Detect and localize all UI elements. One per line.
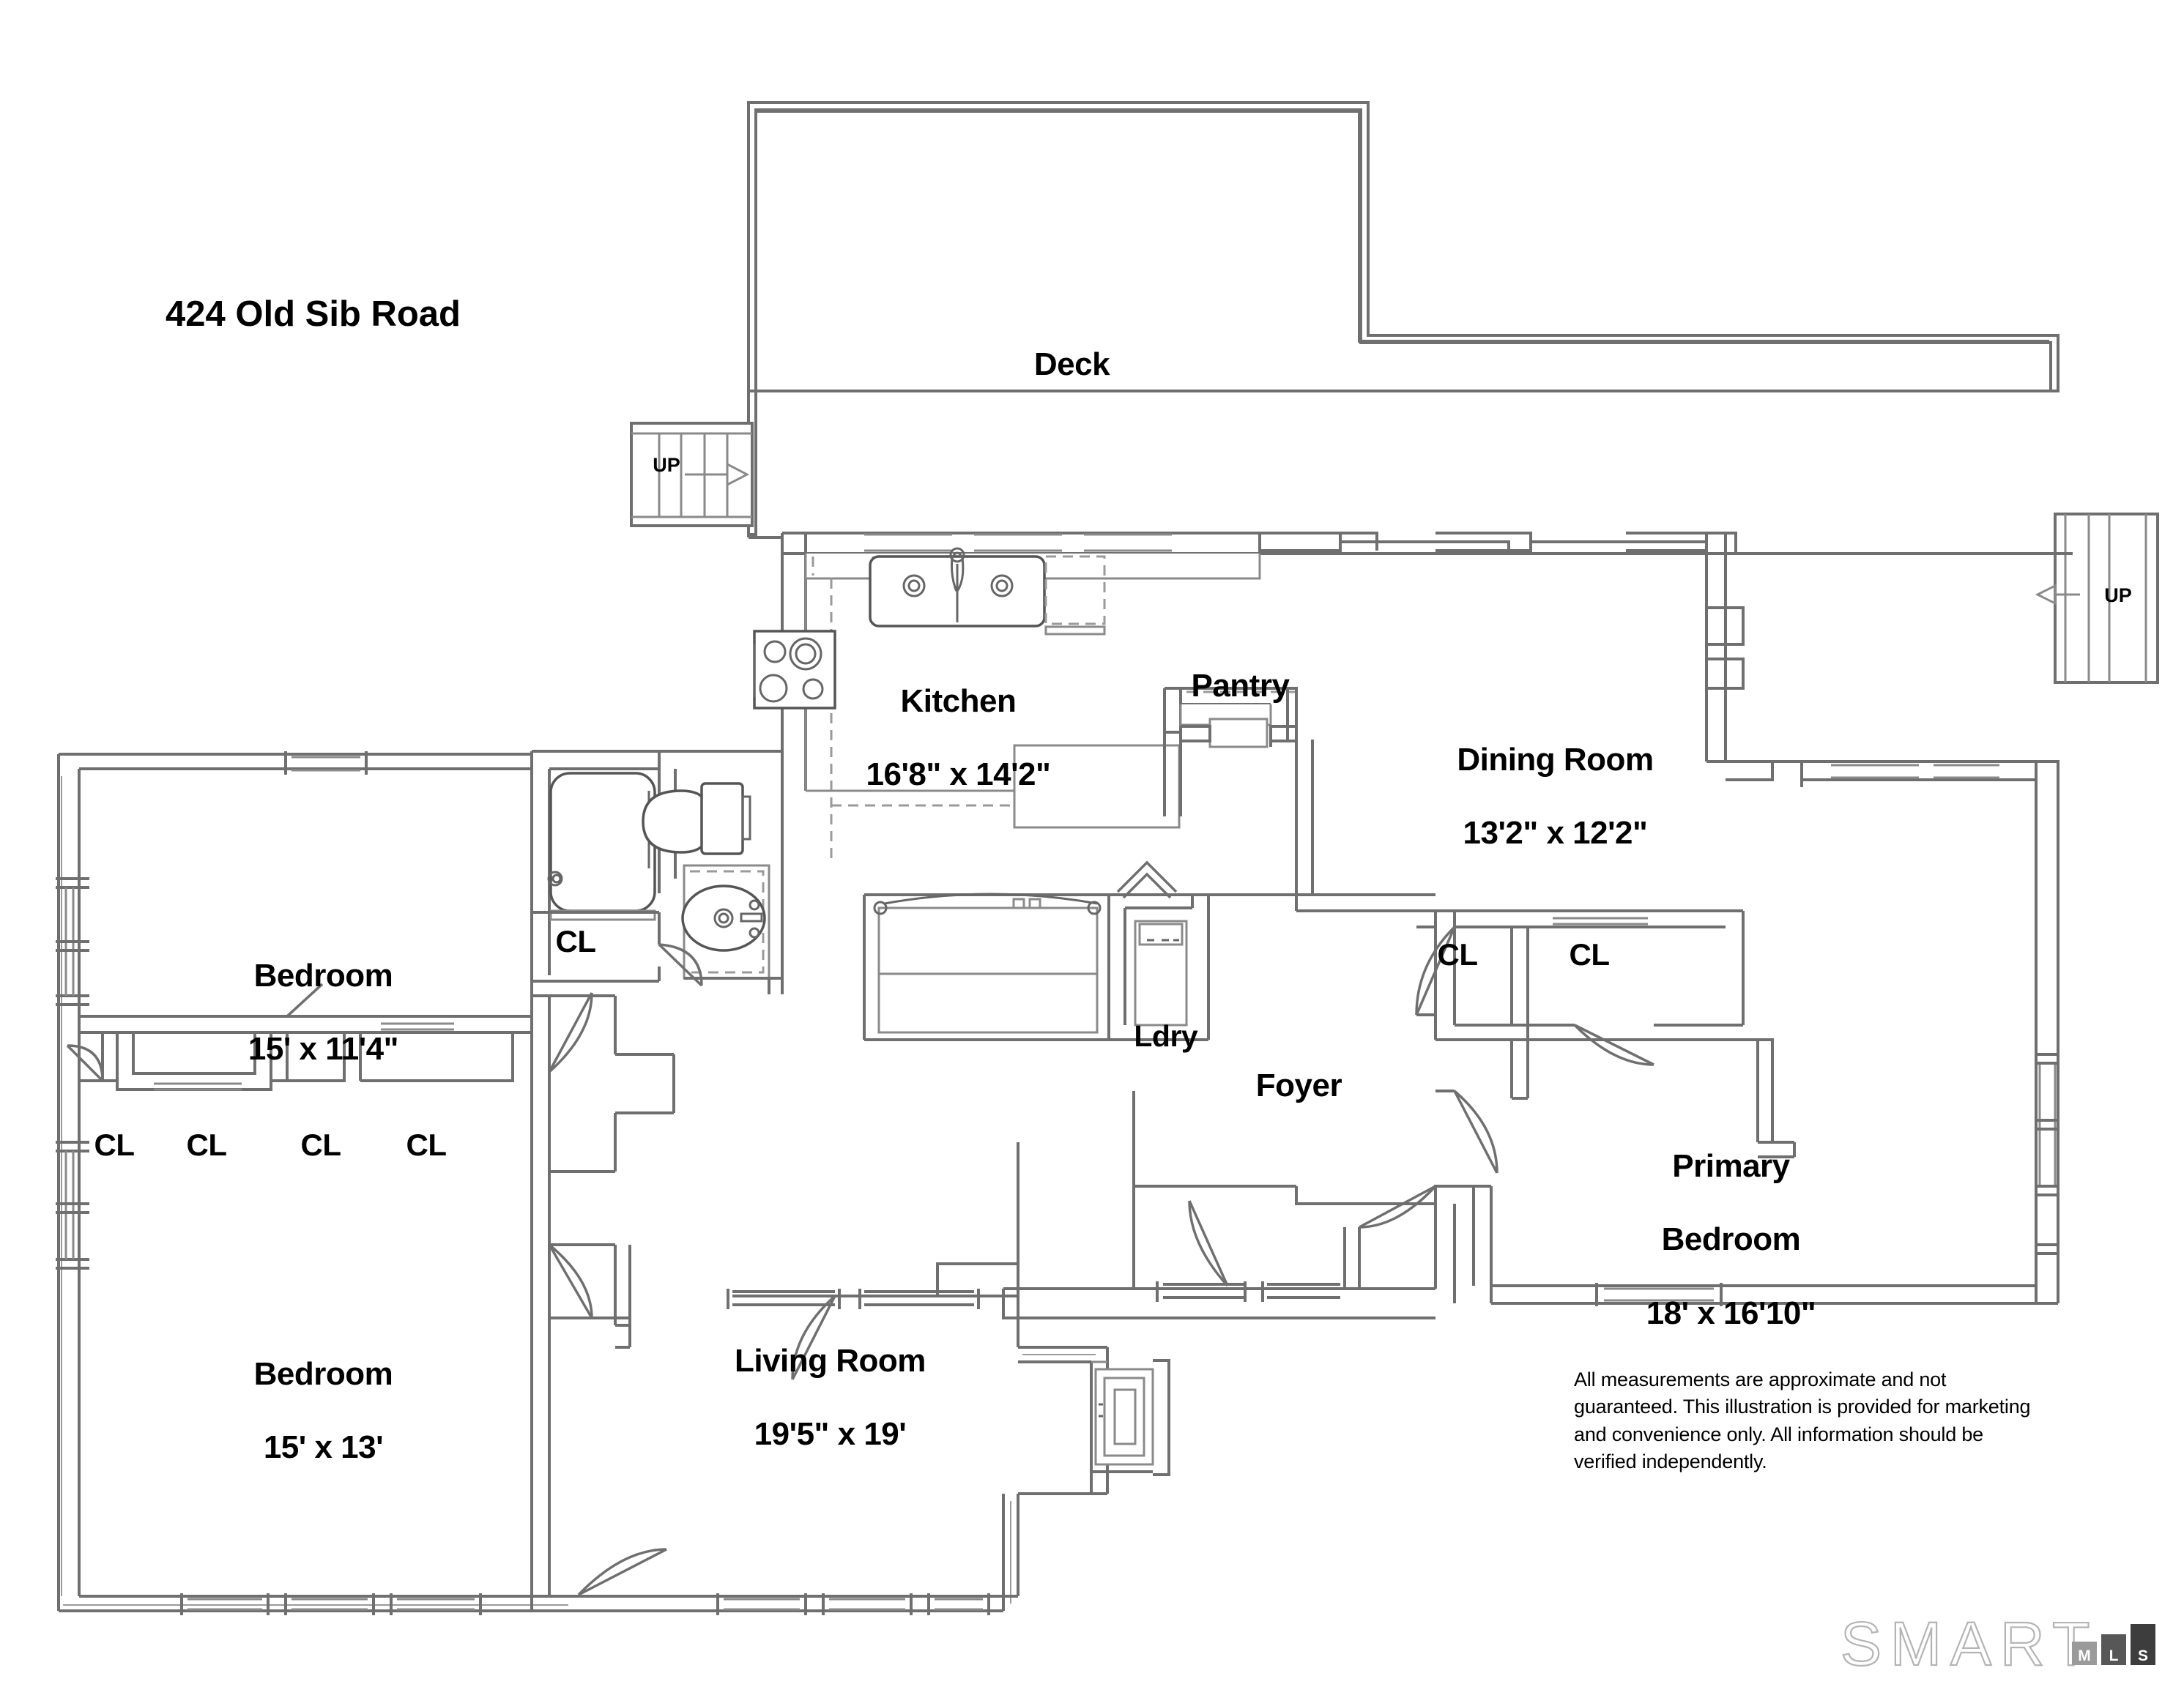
closet-label-cl-left-1: CL — [94, 1128, 135, 1162]
room-label-dining-room: Dining Room 13'2" x 12'2" — [1333, 705, 1743, 889]
room-label-bedroom-upper: Bedroom 15' x 11'4" — [123, 921, 489, 1105]
cl-bath-drawing — [530, 911, 703, 987]
stairs-right-drawing — [2035, 513, 2159, 684]
room-name: Deck — [1033, 346, 1110, 383]
closet-label-cl-primary-2: CL — [1569, 937, 1611, 972]
deck-outline — [747, 101, 2059, 539]
room-name: Dining Room — [1457, 742, 1654, 778]
watermark-box-m: M — [2072, 1642, 2097, 1665]
room-name: Ldry — [1134, 1018, 1198, 1053]
closet-label-cl-left-2: CL — [186, 1128, 228, 1162]
watermark-box-l: L — [2101, 1634, 2126, 1665]
room-dimensions: 13'2" x 12'2" — [1463, 815, 1648, 852]
room-label-living-room: Living Room 19'5" x 19' — [608, 1306, 1018, 1490]
room-dimensions: 16'8" x 14'2" — [866, 756, 1051, 793]
page-title: 424 Old Sib Road — [166, 294, 461, 334]
room-dimensions: 19'5" x 19' — [754, 1416, 907, 1453]
room-dimensions: 15' x 11'4" — [248, 1031, 399, 1068]
room-name: Pantry — [1191, 668, 1290, 704]
smart-mls-watermark: SMART M L S — [1840, 1608, 2177, 1681]
main-structure-upper — [781, 532, 2073, 1306]
room-label-pantry: Pantry — [1106, 631, 1340, 741]
living-room-structure — [564, 1262, 1170, 1615]
room-name: Foyer — [1255, 1068, 1342, 1104]
room-dimensions: 15' x 13' — [263, 1429, 384, 1466]
room-label-laundry: Ldry — [1077, 985, 1223, 1087]
room-name-line-1: Primary — [1672, 1148, 1790, 1185]
left-wing-structure — [56, 751, 568, 1615]
closet-label-cl-left-3: CL — [300, 1128, 342, 1162]
primary-closets — [1415, 909, 1796, 1174]
watermark-wordmark: SMART — [1841, 1609, 2098, 1678]
stairs-left-drawing — [630, 422, 754, 527]
svg-text:S: S — [2138, 1647, 2148, 1664]
closet-label-cl-bath: CL — [555, 924, 597, 958]
room-label-kitchen: Kitchen 16'8" x 14'2" — [787, 647, 1095, 830]
svg-text:L: L — [2109, 1647, 2119, 1664]
room-label-bedroom-lower: Bedroom 15' x 13' — [123, 1319, 489, 1503]
disclaimer-text: All measurements are approximate and not… — [1574, 1368, 2031, 1472]
room-label-foyer: Foyer — [1172, 1031, 1392, 1141]
room-name: Living Room — [734, 1343, 926, 1379]
pantry-drawing — [1163, 687, 1298, 816]
room-dimensions: 18' x 16'10" — [1646, 1295, 1816, 1331]
room-name-line-2: Bedroom — [1661, 1221, 1801, 1258]
closet-label-cl-primary-1: CL — [1437, 937, 1479, 972]
watermark-box-s: S — [2131, 1624, 2155, 1665]
room-name: Kitchen — [900, 683, 1017, 720]
bathroom-fixtures — [530, 750, 784, 996]
room-label-deck: Deck — [967, 310, 1143, 420]
room-label-primary-bedroom: Primary Bedroom 18' x 16'10" — [1531, 1111, 1897, 1368]
svg-text:M: M — [2078, 1647, 2091, 1664]
room-name: Bedroom — [253, 958, 393, 994]
dining-lower-walls — [1208, 740, 1435, 912]
stairs-label-up-left: UP — [653, 454, 680, 476]
kitchen-fixtures — [753, 547, 1261, 864]
watermark-svg: SMART M L S — [1840, 1609, 2155, 1679]
hallway-structure — [548, 992, 675, 1349]
room-name: Bedroom — [253, 1356, 393, 1393]
stairs-label-up-right: UP — [2104, 584, 2132, 606]
closet-label-cl-left-4: CL — [406, 1128, 447, 1162]
